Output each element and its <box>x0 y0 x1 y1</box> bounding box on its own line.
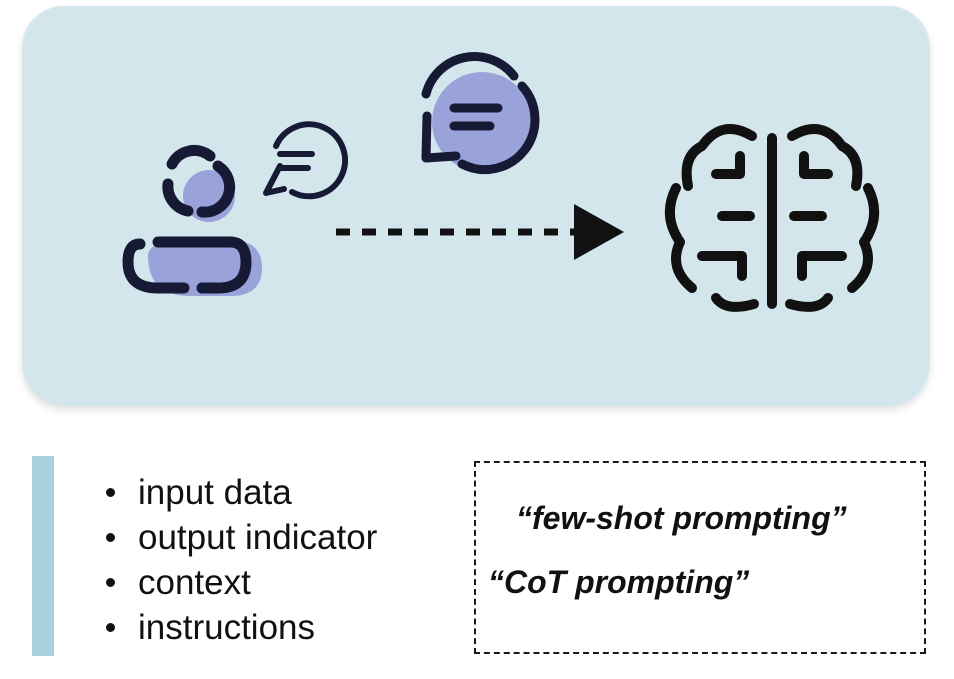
speech-bubble-icon <box>263 121 349 200</box>
technique-label: “CoT prompting” <box>488 564 750 600</box>
brain-circuit-icon <box>665 123 879 312</box>
dashed-arrow-icon <box>336 204 624 260</box>
list-item: input data <box>100 470 377 515</box>
list-item: output indicator <box>100 515 377 560</box>
illustration <box>22 6 930 406</box>
user-icon <box>122 144 262 296</box>
component-list: input data output indicator context inst… <box>100 470 377 650</box>
side-accent-bar <box>32 456 54 656</box>
illustration-panel <box>22 6 930 406</box>
techniques-box <box>474 461 926 654</box>
panel-background <box>22 6 930 406</box>
speech-bubble-icon <box>421 52 540 175</box>
technique-label: “few-shot prompting” <box>516 500 847 536</box>
list-item: context <box>100 560 377 605</box>
list-item: instructions <box>100 605 377 650</box>
